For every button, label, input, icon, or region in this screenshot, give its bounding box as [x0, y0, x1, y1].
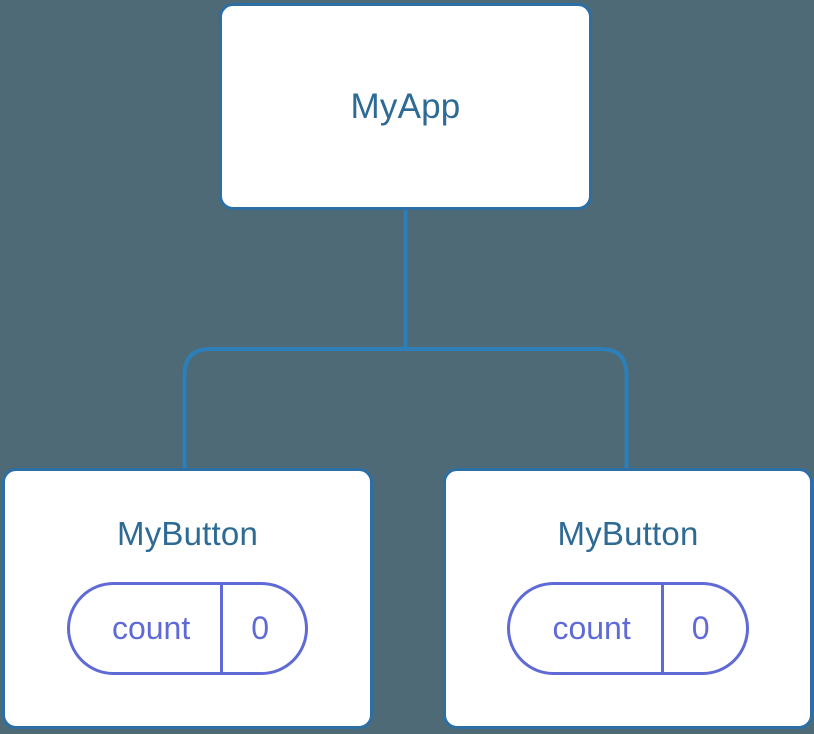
- state-value-label: 0: [251, 610, 270, 646]
- node-myapp[interactable]: MyApp: [219, 3, 592, 210]
- edge-branch-bar: [182, 347, 629, 469]
- node-myapp-label: MyApp: [350, 87, 461, 126]
- state-divider: [220, 585, 224, 672]
- node-mybutton-1[interactable]: MyButton count 0: [2, 468, 373, 729]
- state-key-label: count: [111, 610, 191, 646]
- state-badge-count-1[interactable]: count 0: [66, 582, 309, 675]
- state-value-label: 0: [691, 610, 710, 646]
- node-mybutton-1-label: MyButton: [117, 515, 258, 552]
- state-divider: [660, 585, 664, 672]
- state-key-label: count: [552, 610, 631, 646]
- node-mybutton-2-label: MyButton: [557, 515, 699, 552]
- node-mybutton-2[interactable]: MyButton count 0: [443, 468, 813, 729]
- state-badge-count-2[interactable]: count 0: [507, 582, 749, 675]
